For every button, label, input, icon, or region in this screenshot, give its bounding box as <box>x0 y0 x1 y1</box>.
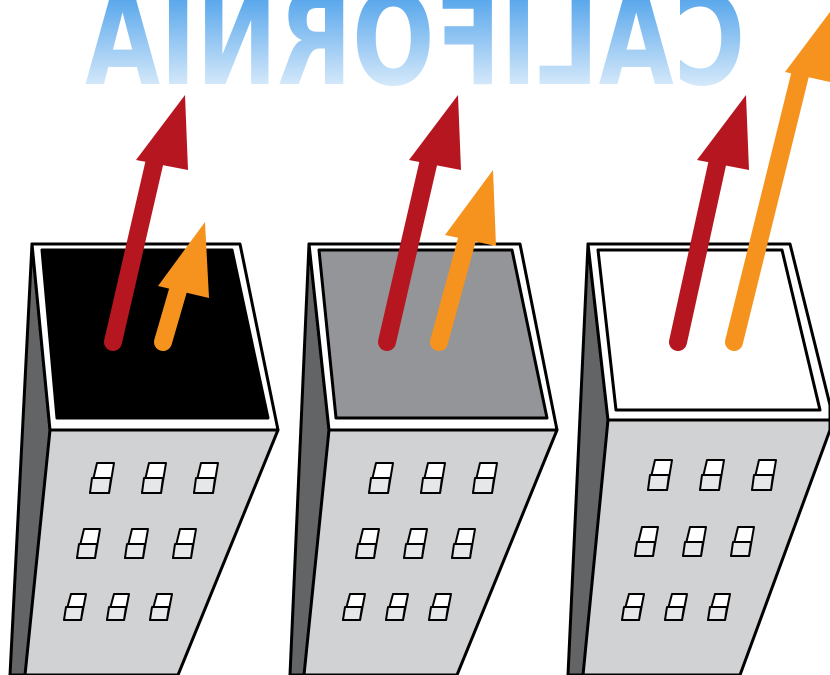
building-gray-roof <box>290 95 557 675</box>
building-black-roof <box>10 95 278 675</box>
building-front-wall <box>583 420 830 675</box>
building-white-roof <box>568 12 830 675</box>
roof-surface <box>598 250 820 410</box>
roof-surface <box>42 250 268 418</box>
